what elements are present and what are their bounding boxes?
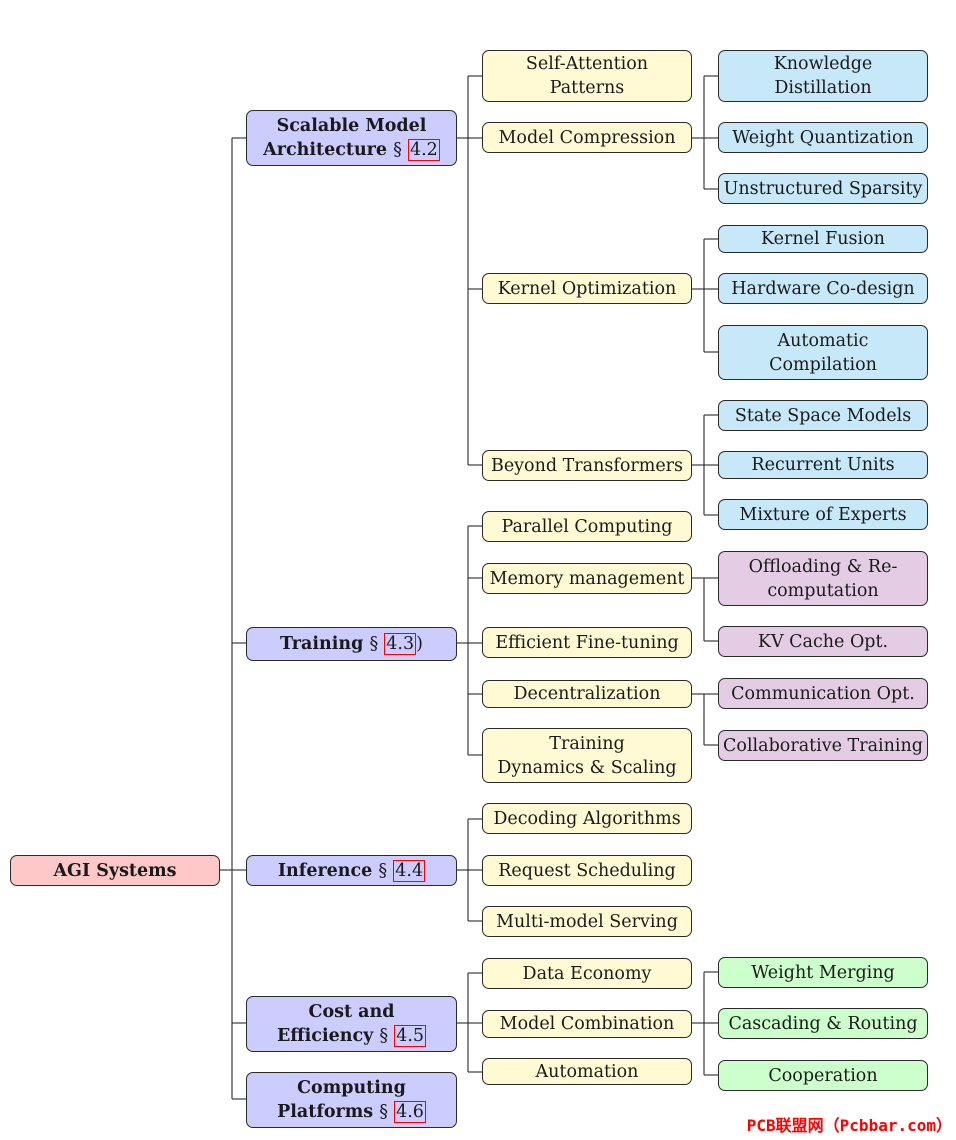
node-label: Weight Merging xyxy=(751,962,895,983)
node-label: Weight Quantization xyxy=(732,127,914,148)
category-training: Training § 4.3) xyxy=(246,627,457,661)
node-label-line2: Distillation xyxy=(774,78,872,98)
node-kernel-fusion: Kernel Fusion xyxy=(718,225,928,253)
section-reference-link[interactable]: 4.2 xyxy=(407,139,440,161)
node-state-space-models: State Space Models xyxy=(718,400,928,431)
node-label: Model Compression xyxy=(498,127,676,148)
node-communication-opt: Communication Opt. xyxy=(718,678,928,709)
node-label: Cascading & Routing xyxy=(728,1013,918,1034)
root-label: AGI Systems xyxy=(53,860,177,881)
section-symbol: § xyxy=(393,140,402,160)
node-decoding-algorithms: Decoding Algorithms xyxy=(482,803,692,834)
category-title-line2: Efficiency xyxy=(276,1026,374,1046)
node-cooperation: Cooperation xyxy=(718,1060,928,1091)
node-label: Efficient Fine-tuning xyxy=(495,632,679,653)
node-label-line2: Compilation xyxy=(769,354,877,375)
node-label: Parallel Computing xyxy=(501,516,673,537)
node-label-line2: Dynamics & Scaling xyxy=(497,757,677,778)
section-symbol: § xyxy=(378,860,388,881)
section-reference-link[interactable]: 4.6 xyxy=(394,1101,426,1123)
node-label: Automation xyxy=(535,1061,639,1082)
category-title-line1: Cost and xyxy=(308,1002,395,1022)
node-recurrent-units: Recurrent Units xyxy=(718,451,928,479)
category-title-line1: Training xyxy=(280,634,364,654)
node-label: Recurrent Units xyxy=(751,455,895,475)
node-automation: Automation xyxy=(482,1058,692,1085)
node-label: Communication Opt. xyxy=(731,683,915,704)
node-label-line1: Offloading & Re- xyxy=(748,556,898,577)
node-kv-cache-opt: KV Cache Opt. xyxy=(718,626,928,657)
node-weight-quantization: Weight Quantization xyxy=(718,122,928,153)
node-parallel-computing: Parallel Computing xyxy=(482,511,692,542)
node-label-line1: Training xyxy=(549,733,625,754)
category-computing-platforms: Computing Platforms § 4.6 xyxy=(246,1072,457,1128)
node-offloading-recomputation: Offloading & Re-computation xyxy=(718,551,928,606)
node-beyond-transformers: Beyond Transformers xyxy=(482,450,692,481)
node-label-line2: Patterns xyxy=(549,78,625,98)
category-title-line1: Computing xyxy=(297,1078,406,1098)
node-memory-management: Memory management xyxy=(482,563,692,594)
node-label: Hardware Co-design xyxy=(731,278,915,299)
node-weight-merging: Weight Merging xyxy=(718,957,928,988)
node-label: Mixture of Experts xyxy=(739,504,907,525)
node-multi-model-serving: Multi-model Serving xyxy=(482,906,692,937)
node-label: Decoding Algorithms xyxy=(493,808,681,829)
node-label-line1: Automatic xyxy=(777,330,869,351)
section-reference-suffix: ) xyxy=(416,634,423,654)
section-symbol: § xyxy=(369,634,379,654)
node-label: Unstructured Sparsity xyxy=(723,178,923,199)
node-data-economy: Data Economy xyxy=(482,958,692,989)
section-reference-link[interactable]: 4.4 xyxy=(393,859,426,882)
node-unstructured-sparsity: Unstructured Sparsity xyxy=(718,173,928,204)
node-label: Model Combination xyxy=(499,1014,675,1034)
node-mixture-of-experts: Mixture of Experts xyxy=(718,499,928,530)
node-collaborative-training: Collaborative Training xyxy=(718,730,928,761)
node-label: State Space Models xyxy=(734,405,912,426)
node-label: Memory management xyxy=(489,568,685,589)
category-scalable-model-architecture: Scalable Model Architecture § 4.2 xyxy=(246,110,457,166)
node-cascading-routing: Cascading & Routing xyxy=(718,1008,928,1039)
category-inference: Inference § 4.4 xyxy=(246,855,457,886)
section-reference-link[interactable]: 4.5 xyxy=(394,1025,427,1047)
category-title-line1: Inference xyxy=(277,860,373,881)
section-reference-link[interactable]: 4.3 xyxy=(384,633,417,655)
node-request-scheduling: Request Scheduling xyxy=(482,855,692,886)
site-watermark: PCB联盟网（Pcbbar.com） xyxy=(746,1116,952,1135)
category-title-line2: Architecture xyxy=(263,140,388,160)
node-label: Multi-model Serving xyxy=(496,911,678,932)
node-label: Data Economy xyxy=(522,963,652,984)
category-title-line1: Scalable Model xyxy=(276,116,427,136)
node-hardware-codesign: Hardware Co-design xyxy=(718,273,928,304)
node-label: Cooperation xyxy=(768,1065,878,1086)
node-label: Decentralization xyxy=(513,684,661,704)
category-title-line2: Platforms xyxy=(277,1102,374,1122)
root-node: AGI Systems xyxy=(10,855,220,886)
node-efficient-finetuning: Efficient Fine-tuning xyxy=(482,627,692,658)
node-label: Collaborative Training xyxy=(723,735,923,756)
category-cost-and-efficiency: Cost and Efficiency § 4.5 xyxy=(246,996,457,1052)
node-label: Request Scheduling xyxy=(498,860,676,881)
node-kernel-optimization: Kernel Optimization xyxy=(482,273,692,304)
node-label: KV Cache Opt. xyxy=(757,631,889,652)
node-label: Kernel Optimization xyxy=(497,278,677,299)
section-symbol: § xyxy=(379,1026,389,1046)
node-model-combination: Model Combination xyxy=(482,1010,692,1038)
node-model-compression: Model Compression xyxy=(482,122,692,153)
node-label-line2: computation xyxy=(767,580,879,601)
node-label-line1: Knowledge xyxy=(773,54,873,74)
node-label: Kernel Fusion xyxy=(761,229,885,249)
node-label: Beyond Transformers xyxy=(490,455,684,476)
node-label-line1: Self-Attention xyxy=(525,54,649,74)
section-symbol: § xyxy=(379,1102,388,1122)
node-decentralization: Decentralization xyxy=(482,680,692,708)
